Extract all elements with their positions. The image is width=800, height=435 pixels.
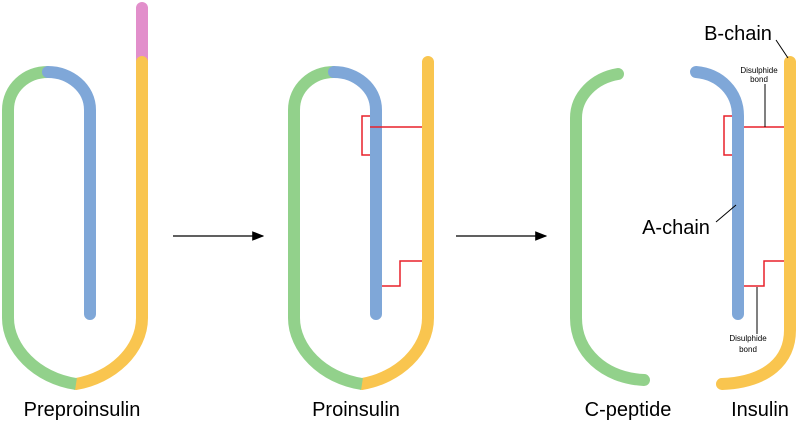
preproinsulin-structure bbox=[1, 2, 148, 390]
disulphide-bond-intra bbox=[723, 115, 732, 156]
stage-label-preproinsulin: Preproinsulin bbox=[24, 399, 141, 421]
c-peptide-segment bbox=[1, 66, 78, 390]
disulphide-bottom-label-line1: Disulphide bbox=[729, 334, 767, 343]
a-chain-label: A-chain bbox=[642, 217, 710, 239]
a-chain bbox=[690, 66, 744, 320]
disulphide-bond-bottom bbox=[382, 260, 422, 287]
b-chain-label: B-chain bbox=[704, 23, 772, 45]
c-peptide-chain bbox=[570, 68, 650, 386]
disulphide-top-label-line1: Disulphide bbox=[740, 66, 778, 75]
a-chain-segment bbox=[42, 66, 96, 320]
c-peptide-segment bbox=[288, 66, 364, 390]
stage-label-c-peptide: C-peptide bbox=[585, 399, 672, 421]
b-chain-leader bbox=[775, 39, 789, 59]
b-chain-segment bbox=[70, 56, 148, 390]
disulphide-bond-bottom bbox=[744, 260, 784, 287]
stage-label-proinsulin: Proinsulin bbox=[312, 399, 400, 421]
b-chain-segment bbox=[356, 56, 434, 390]
proinsulin-structure bbox=[288, 56, 434, 390]
disulphide-bond-intra bbox=[361, 115, 370, 156]
b-chain bbox=[716, 56, 796, 390]
insulin-structure bbox=[690, 39, 796, 390]
disulphide-top-label-line2: bond bbox=[750, 75, 768, 84]
stage-label-insulin: Insulin bbox=[731, 399, 789, 421]
a-chain-segment bbox=[328, 66, 382, 320]
disulphide-bottom-label-line2: bond bbox=[739, 345, 757, 354]
a-chain-leader bbox=[715, 204, 737, 223]
